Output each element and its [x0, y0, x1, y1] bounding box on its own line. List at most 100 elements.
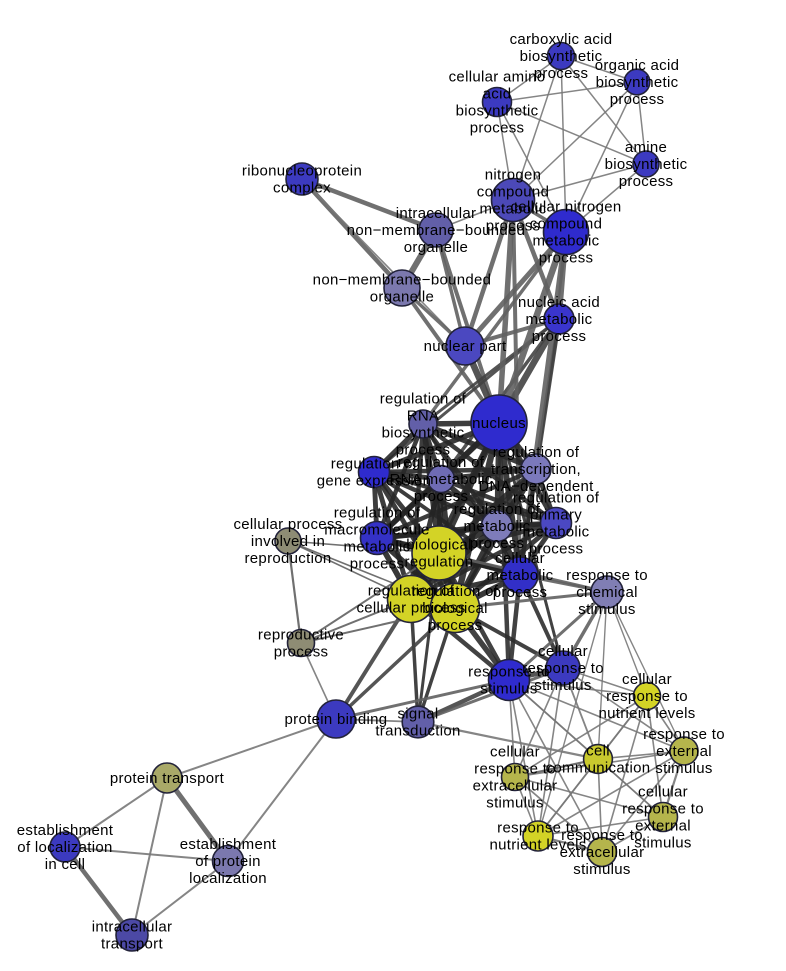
- svg-text:regulation of: regulation of: [513, 490, 600, 507]
- svg-text:biological: biological: [422, 600, 488, 617]
- svg-text:process: process: [486, 218, 541, 235]
- svg-text:organic acid: organic acid: [595, 57, 679, 74]
- svg-text:gene expression: gene expression: [317, 473, 432, 490]
- svg-text:cellular: cellular: [638, 784, 688, 801]
- svg-text:transcription,: transcription,: [491, 461, 581, 478]
- svg-text:metabolic: metabolic: [523, 524, 590, 541]
- svg-text:metabolic: metabolic: [526, 311, 593, 328]
- svg-text:regulation of: regulation of: [331, 456, 418, 473]
- svg-text:organelle: organelle: [404, 239, 468, 256]
- svg-text:macromolecule: macromolecule: [324, 522, 430, 539]
- svg-text:regulation of: regulation of: [454, 501, 541, 518]
- svg-text:DNA−dependent: DNA−dependent: [478, 478, 594, 495]
- svg-text:non−membrane−bounded: non−membrane−bounded: [347, 222, 526, 239]
- svg-text:biosynthetic: biosynthetic: [382, 425, 465, 442]
- svg-text:RNA metabolic: RNA metabolic: [389, 471, 492, 488]
- svg-text:cellular process: cellular process: [233, 516, 342, 533]
- svg-text:intracellular: intracellular: [396, 205, 477, 222]
- svg-text:response to: response to: [522, 660, 604, 677]
- svg-text:stimulus: stimulus: [578, 601, 635, 618]
- svg-text:amine: amine: [625, 139, 667, 156]
- svg-text:regulation of: regulation of: [380, 391, 467, 408]
- svg-text:nuclear part: nuclear part: [424, 338, 507, 355]
- svg-text:biosynthetic: biosynthetic: [605, 156, 688, 173]
- svg-text:process: process: [529, 541, 584, 558]
- svg-text:process: process: [428, 617, 483, 634]
- svg-text:process: process: [532, 328, 587, 345]
- svg-text:regulation of: regulation of: [334, 505, 421, 522]
- svg-text:biosynthetic: biosynthetic: [520, 48, 603, 65]
- svg-text:process: process: [534, 65, 589, 82]
- svg-text:cellular: cellular: [622, 671, 672, 688]
- svg-text:carboxylic acid: carboxylic acid: [510, 31, 613, 48]
- svg-text:biosynthetic: biosynthetic: [596, 74, 679, 91]
- svg-text:cell: cell: [586, 743, 610, 760]
- svg-text:reproduction: reproduction: [245, 550, 332, 567]
- svg-text:external: external: [656, 743, 712, 760]
- svg-text:process: process: [274, 644, 329, 661]
- svg-text:process: process: [414, 488, 469, 505]
- svg-text:process: process: [539, 250, 594, 267]
- svg-text:process: process: [470, 120, 525, 137]
- svg-text:complex: complex: [273, 180, 331, 197]
- svg-text:stimulus: stimulus: [655, 760, 712, 777]
- svg-text:stimulus: stimulus: [480, 681, 537, 698]
- svg-text:establishment: establishment: [17, 822, 114, 839]
- svg-text:response to: response to: [561, 827, 643, 844]
- svg-text:of localization: of localization: [17, 839, 112, 856]
- svg-text:response to: response to: [643, 726, 725, 743]
- svg-text:of protein: of protein: [195, 853, 261, 870]
- svg-text:compound: compound: [477, 184, 549, 201]
- svg-text:cellular nitrogen: cellular nitrogen: [511, 199, 622, 216]
- svg-text:metabolic: metabolic: [533, 233, 600, 250]
- svg-text:stimulus: stimulus: [534, 677, 591, 694]
- svg-text:establishment: establishment: [180, 836, 277, 853]
- svg-text:response to: response to: [622, 801, 704, 818]
- svg-text:ribonucleoprotein: ribonucleoprotein: [242, 163, 362, 180]
- svg-text:stimulus: stimulus: [634, 835, 691, 852]
- svg-text:localization: localization: [189, 870, 267, 887]
- svg-text:process: process: [396, 442, 451, 459]
- svg-text:process: process: [619, 173, 674, 190]
- svg-text:non−membrane−bounded: non−membrane−bounded: [313, 272, 492, 289]
- svg-text:biological: biological: [406, 537, 472, 554]
- svg-text:transport: transport: [101, 936, 163, 953]
- svg-text:nucleic acid: nucleic acid: [518, 294, 600, 311]
- svg-text:process: process: [350, 556, 405, 573]
- svg-text:cellular: cellular: [490, 744, 540, 761]
- svg-text:response to: response to: [606, 688, 688, 705]
- svg-text:regulation: regulation: [405, 554, 474, 571]
- svg-text:protein binding: protein binding: [285, 711, 388, 728]
- svg-text:cellular: cellular: [495, 550, 545, 567]
- svg-text:extracellular: extracellular: [560, 844, 645, 861]
- svg-text:metabolic: metabolic: [480, 201, 547, 218]
- svg-text:in cell: in cell: [45, 856, 85, 873]
- svg-text:protein transport: protein transport: [110, 770, 225, 787]
- svg-text:external: external: [635, 818, 691, 835]
- svg-text:primary: primary: [530, 507, 582, 524]
- svg-text:regulation of: regulation of: [398, 454, 485, 471]
- svg-text:response to: response to: [474, 761, 556, 778]
- svg-text:process: process: [610, 91, 665, 108]
- svg-text:response to: response to: [497, 820, 579, 837]
- svg-text:metabolic: metabolic: [487, 567, 554, 584]
- svg-text:regulation of: regulation of: [493, 444, 580, 461]
- svg-text:biosynthetic: biosynthetic: [456, 103, 539, 120]
- svg-text:cellular: cellular: [538, 643, 588, 660]
- svg-text:stimulus: stimulus: [486, 795, 543, 812]
- svg-text:process: process: [470, 535, 525, 552]
- svg-text:RNA: RNA: [407, 408, 440, 425]
- svg-text:metabolic: metabolic: [464, 518, 531, 535]
- svg-text:intracellular: intracellular: [92, 919, 173, 936]
- svg-text:acid: acid: [483, 86, 512, 103]
- svg-text:metabolic: metabolic: [344, 539, 411, 556]
- svg-text:compound: compound: [530, 216, 602, 233]
- svg-text:response to: response to: [468, 664, 550, 681]
- svg-text:process: process: [493, 584, 548, 601]
- svg-text:regulation of: regulation of: [368, 583, 455, 600]
- svg-text:nutrient levels: nutrient levels: [489, 837, 586, 854]
- svg-text:cellular process: cellular process: [356, 600, 465, 617]
- svg-text:signal: signal: [398, 706, 439, 723]
- svg-text:response to: response to: [566, 567, 648, 584]
- svg-text:chemical: chemical: [576, 584, 638, 601]
